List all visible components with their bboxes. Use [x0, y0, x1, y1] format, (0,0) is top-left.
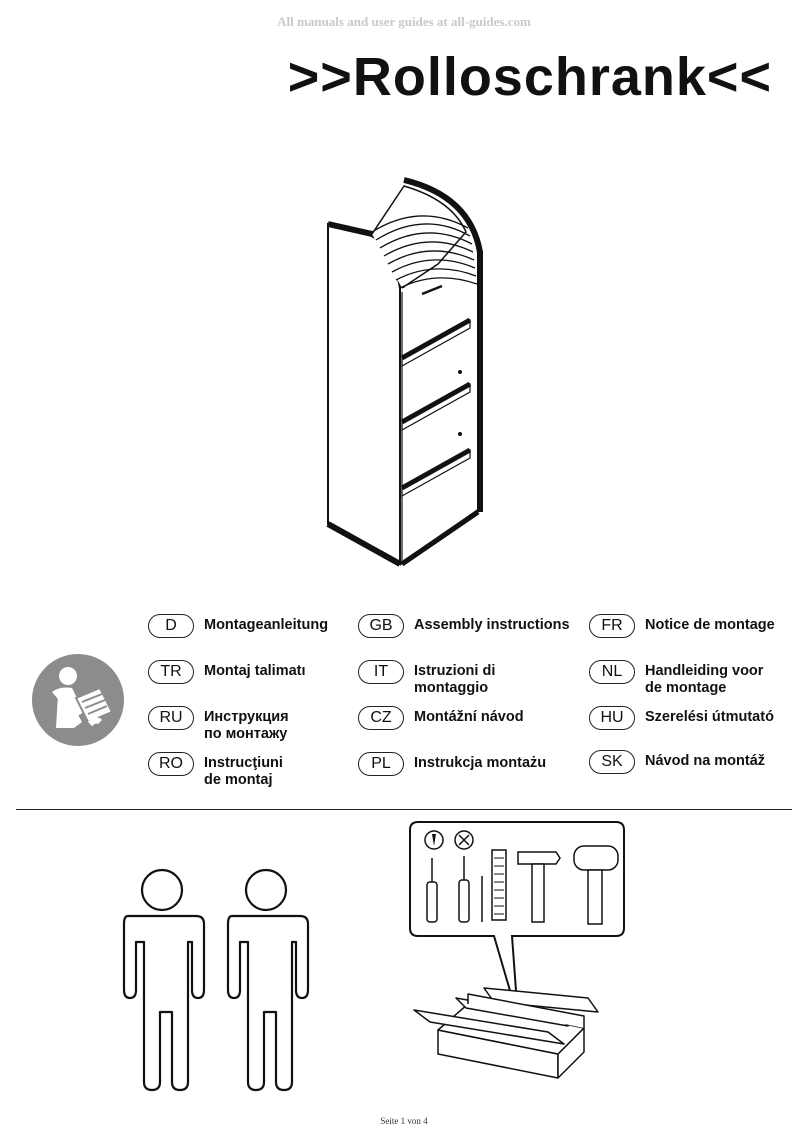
page-title: >>Rolloschrank<< [287, 47, 772, 107]
language-code: D [148, 614, 194, 638]
language-code: TR [148, 660, 194, 684]
read-manual-icon [32, 654, 124, 746]
language-code: SK [589, 750, 635, 774]
language-item-fr: FR Notice de montage [589, 614, 775, 638]
language-label: Istruzioni di montaggio [414, 663, 496, 696]
roller-cabinet-illustration [326, 177, 483, 567]
toolbox-icon [413, 987, 599, 1079]
language-label: Szerelési útmutató [645, 709, 774, 725]
language-item-ru: RU Инструкция по монтажу [148, 706, 289, 743]
page-number: Seite 1 von 4 [380, 1116, 428, 1126]
language-item-tr: TR Montaj talimatı [148, 660, 306, 684]
language-code: IT [358, 660, 404, 684]
language-label: Notice de montage [645, 617, 775, 633]
language-code: HU [589, 706, 635, 730]
language-label: Montageanleitung [204, 617, 329, 633]
language-code: RU [148, 706, 194, 730]
language-label: Montážní návod [414, 709, 524, 725]
language-item-nl: NL Handleiding voor de montage [589, 660, 763, 697]
language-label: Instrucţiuni de montaj [204, 755, 283, 788]
language-item-sk: SK Návod na montáž [589, 750, 765, 774]
language-item-gb: GB Assembly instructions [358, 614, 570, 638]
language-code: CZ [358, 706, 404, 730]
tools-illustration [409, 821, 625, 1079]
language-code: RO [148, 752, 194, 776]
language-label: Инструкция по монтажу [204, 709, 289, 742]
language-code: PL [358, 752, 404, 776]
language-label: Instrukcja montażu [414, 755, 547, 771]
two-persons-illustration [122, 868, 310, 1092]
watermark: All manuals and user guides at all-guide… [277, 14, 531, 29]
language-label: Handleiding voor de montage [645, 663, 764, 696]
language-label: Assembly instructions [414, 617, 570, 633]
language-item-hu: HU Szerelési útmutató [589, 706, 774, 730]
language-code: GB [358, 614, 404, 638]
language-item-ro: RO Instrucţiuni de montaj [148, 752, 283, 789]
language-item-pl: PL Instrukcja montażu [358, 752, 546, 776]
language-code: NL [589, 660, 635, 684]
person-icon [122, 868, 206, 1092]
language-item-de: D Montageanleitung [148, 614, 328, 638]
language-label: Návod na montáž [645, 753, 766, 769]
language-item-cz: CZ Montážní návod [358, 706, 524, 730]
language-code: FR [589, 614, 635, 638]
language-item-it: IT Istruzioni di montaggio [358, 660, 495, 697]
person-icon [226, 868, 310, 1092]
divider [16, 809, 792, 810]
language-label: Montaj talimatı [204, 663, 306, 679]
